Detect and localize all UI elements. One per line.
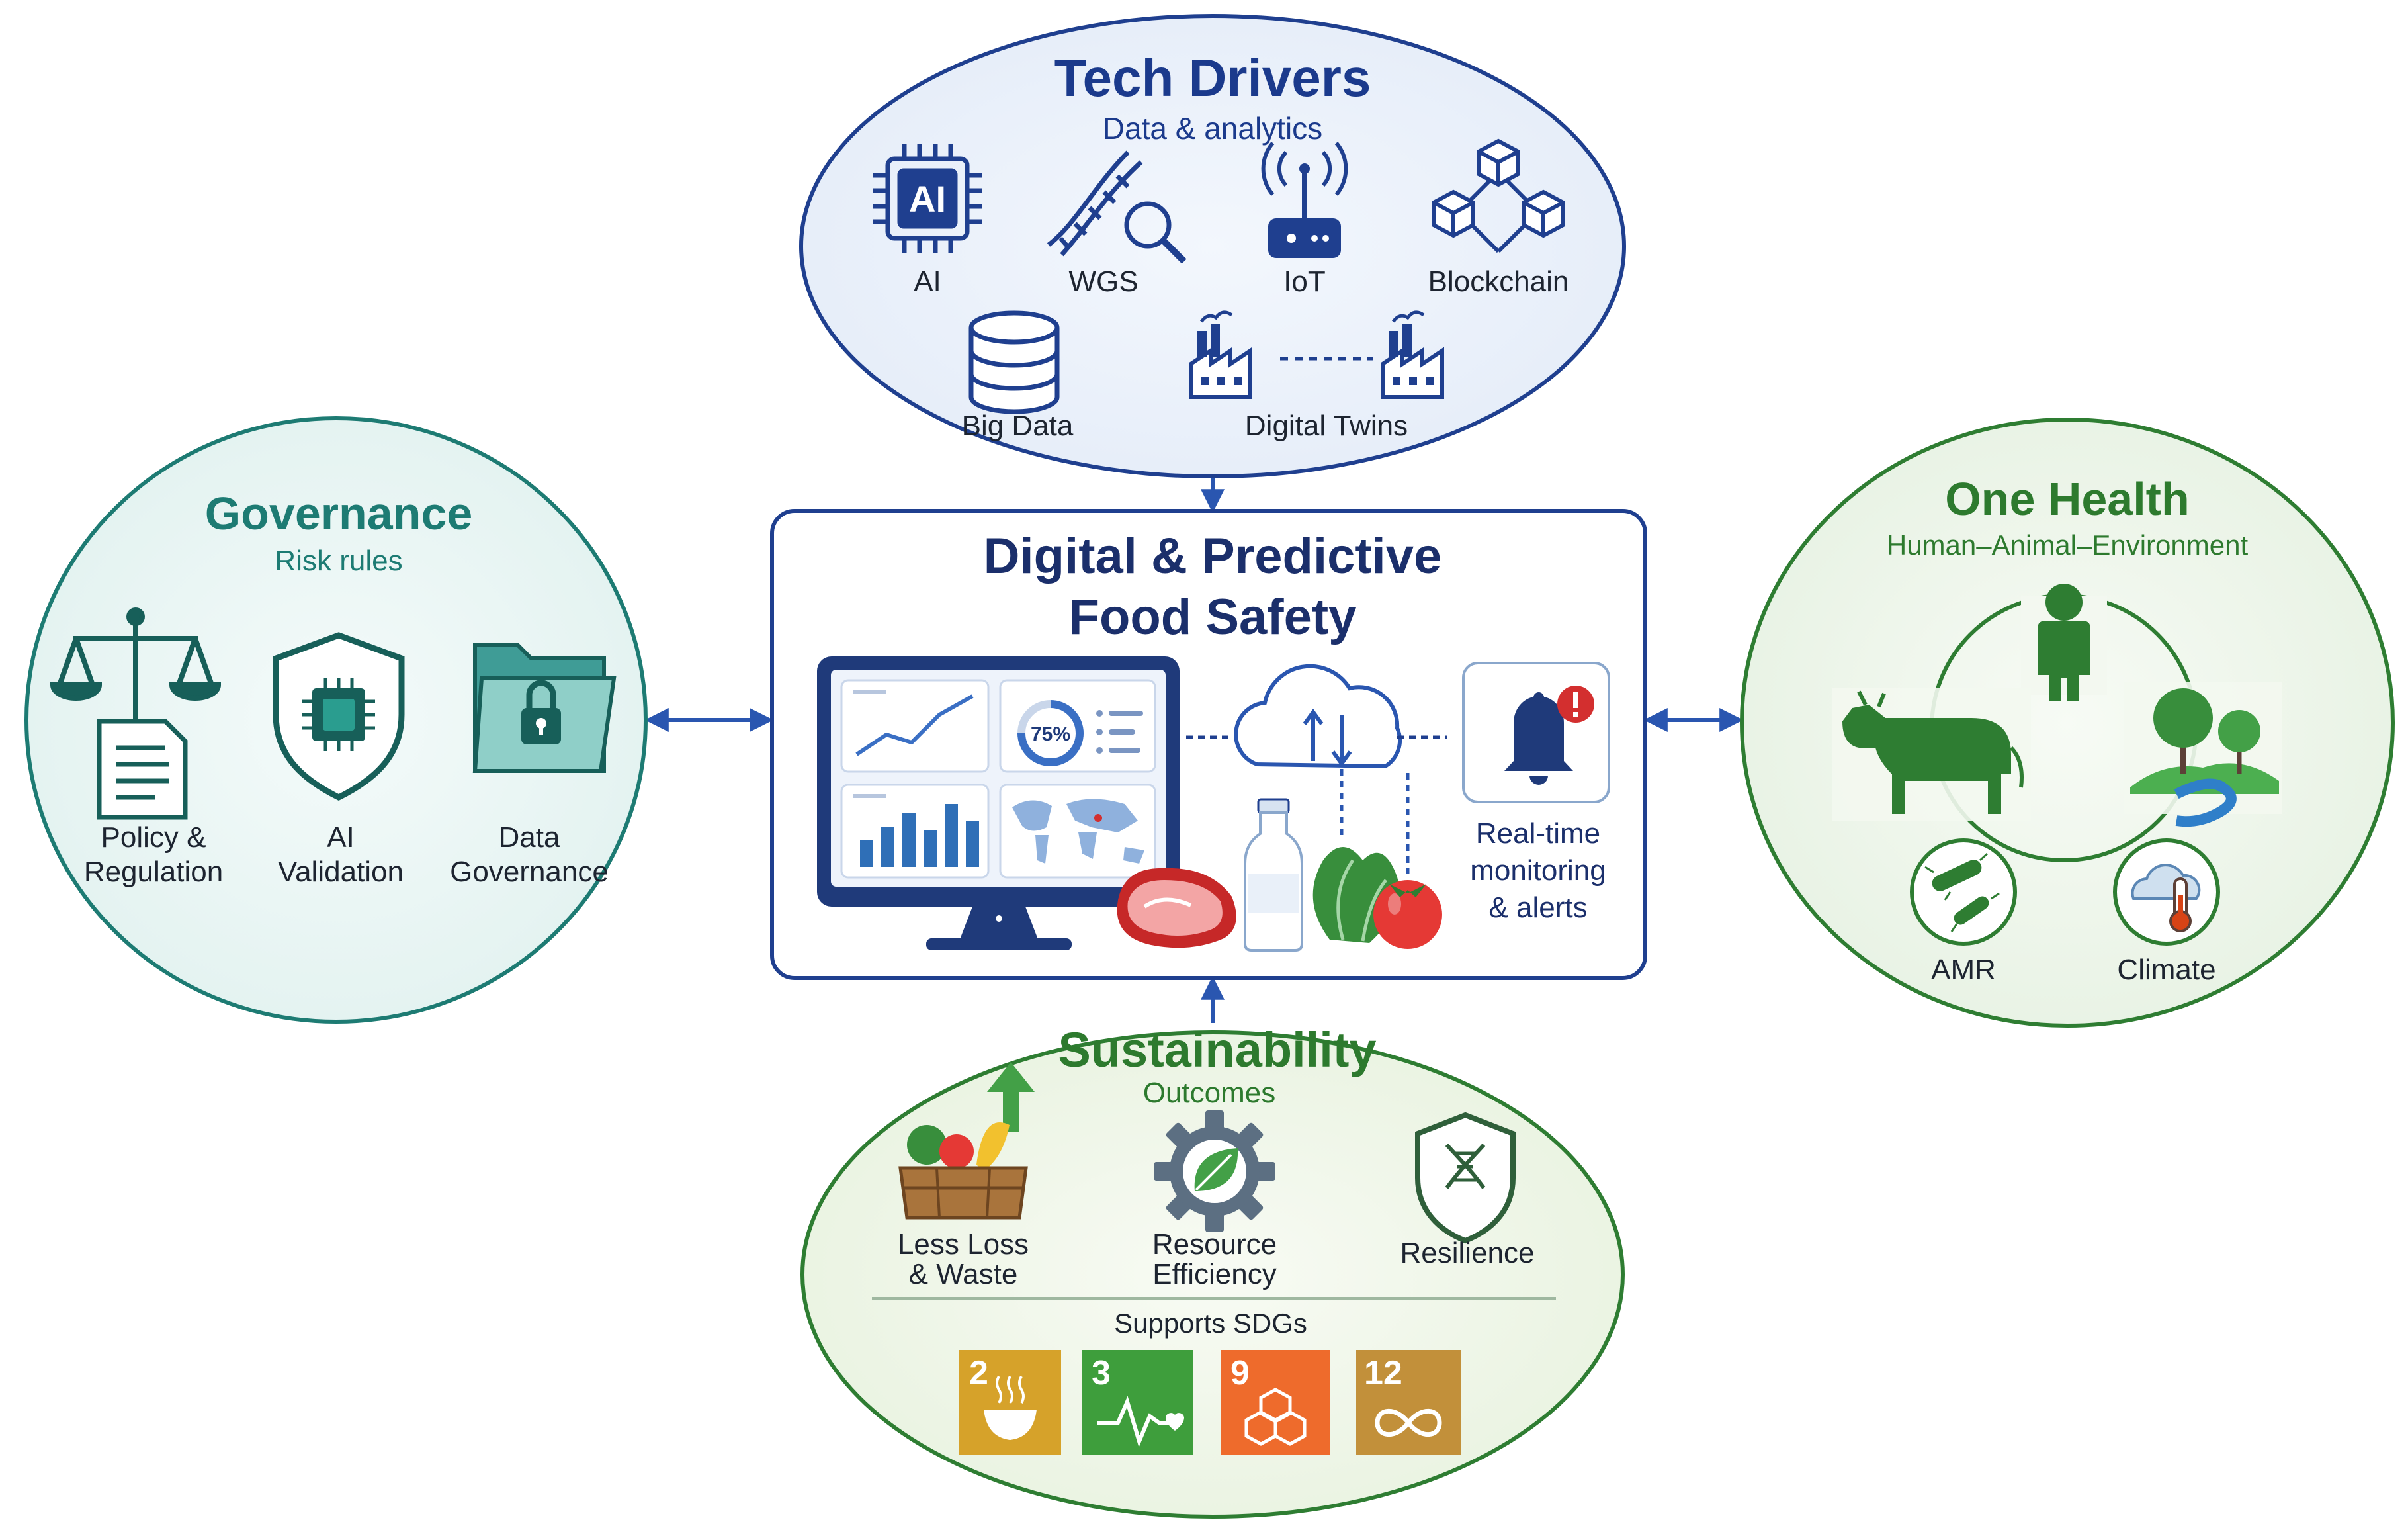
factory-twins-icon xyxy=(1189,310,1444,399)
tech-label-ai: AI xyxy=(914,265,941,298)
gear-leaf-icon xyxy=(1154,1110,1275,1232)
sdg-number-12: 12 xyxy=(1364,1354,1402,1392)
sdg-tile-2: 2 xyxy=(959,1350,1061,1455)
ai-chip-icon: AI xyxy=(873,144,982,253)
sdg-number-2: 2 xyxy=(969,1354,988,1392)
governance-subtitle: Risk rules xyxy=(275,545,402,577)
cubes-icon xyxy=(1244,1388,1307,1446)
bell-alert-icon xyxy=(1462,662,1610,803)
one-health-title: One Health xyxy=(1945,473,2190,525)
alerts-line3: & alerts xyxy=(1488,891,1587,924)
bowl-icon xyxy=(984,1375,1037,1440)
health-label-amr: AMR xyxy=(1931,954,1996,986)
tomato-icon xyxy=(1373,880,1442,949)
dna-magnifier-icon xyxy=(1047,150,1187,264)
sustainability-ellipse: Sustainability Outcomes Less Loss & Wast… xyxy=(800,1022,1625,1519)
gov-label-policy-1: Policy & xyxy=(101,821,206,854)
iot-router-icon xyxy=(1261,142,1348,258)
one-health-circle: One Health Human–Animal–Environment xyxy=(1740,418,2395,1028)
sus-label-resource-1: Resource xyxy=(1152,1228,1277,1261)
locked-folder-icon xyxy=(472,643,617,773)
tech-label-bigdata: Big Data xyxy=(962,410,1074,442)
gov-label-ai-1: AI xyxy=(327,821,355,854)
gov-label-ai-2: Validation xyxy=(278,856,404,888)
scales-document-icon xyxy=(50,607,222,820)
center-title-line2: Food Safety xyxy=(1069,589,1357,645)
sus-label-loss-1: Less Loss xyxy=(898,1228,1029,1261)
milk-bottle-icon xyxy=(1244,798,1303,952)
tech-drivers-subtitle: Data & analytics xyxy=(1103,111,1322,146)
gov-label-data-2: Governance xyxy=(450,856,609,888)
tech-label-blockchain: Blockchain xyxy=(1428,265,1569,298)
blockchain-cubes-icon xyxy=(1432,138,1565,253)
person-icon xyxy=(2021,584,2107,701)
shield-dna-icon xyxy=(1415,1112,1516,1244)
cow-icon xyxy=(1832,688,2031,821)
tech-label-iot: IoT xyxy=(1283,265,1326,298)
sdg-tile-9: 9 xyxy=(1221,1350,1330,1455)
governance-title: Governance xyxy=(205,488,473,539)
trees-river-icon xyxy=(2124,682,2282,827)
shield-chip-icon xyxy=(273,632,405,801)
sus-label-loss-2: & Waste xyxy=(909,1258,1018,1290)
sustainability-title: Sustainability xyxy=(1058,1022,1376,1077)
tech-drivers-ellipse: Tech Drivers Data & analytics AI AI WGS xyxy=(799,14,1626,478)
bacteria-icon xyxy=(1910,838,2017,946)
database-icon xyxy=(968,310,1060,414)
gauge-value: 75% xyxy=(1031,723,1070,745)
sdg-tile-12: 12 xyxy=(1356,1350,1461,1455)
infinity-icon xyxy=(1375,1408,1442,1437)
sustainability-subtitle: Outcomes xyxy=(1143,1077,1276,1109)
connectors xyxy=(644,469,1744,1023)
cloud-sync-icon xyxy=(1186,664,1447,874)
tech-label-digital-twins: Digital Twins xyxy=(1245,410,1408,442)
sdg-tile-3: 3 xyxy=(1082,1350,1193,1455)
produce-crate-icon xyxy=(898,1062,1035,1220)
governance-circle: Governance Risk rules Policy & Regulatio… xyxy=(24,416,648,1024)
heartbeat-icon xyxy=(1097,1396,1184,1447)
tech-label-wgs: WGS xyxy=(1068,265,1138,298)
sdg-heading: Supports SDGs xyxy=(1114,1308,1307,1339)
health-label-climate: Climate xyxy=(2117,954,2215,986)
meat-steak-icon xyxy=(1117,868,1236,948)
alerts-line1: Real-time xyxy=(1476,817,1600,850)
alerts-line2: monitoring xyxy=(1470,854,1606,887)
gov-label-policy-2: Regulation xyxy=(84,856,223,888)
center-panel: Digital & Predictive Food Safety 75% xyxy=(770,509,1647,980)
gov-label-data-1: Data xyxy=(499,821,560,854)
one-health-subtitle: Human–Animal–Environment xyxy=(1887,529,2249,561)
ai-chip-text: AI xyxy=(909,178,946,220)
sus-label-resource-2: Efficiency xyxy=(1152,1258,1277,1290)
tech-drivers-title: Tech Drivers xyxy=(1054,48,1371,107)
center-title-line1: Digital & Predictive xyxy=(984,528,1442,584)
sdg-number-3: 3 xyxy=(1092,1354,1111,1392)
sus-label-resilience: Resilience xyxy=(1400,1237,1535,1269)
sdg-number-9: 9 xyxy=(1230,1354,1250,1392)
dashboard-monitor-icon: 75% xyxy=(817,656,1180,950)
cloud-thermometer-icon xyxy=(2113,838,2220,946)
